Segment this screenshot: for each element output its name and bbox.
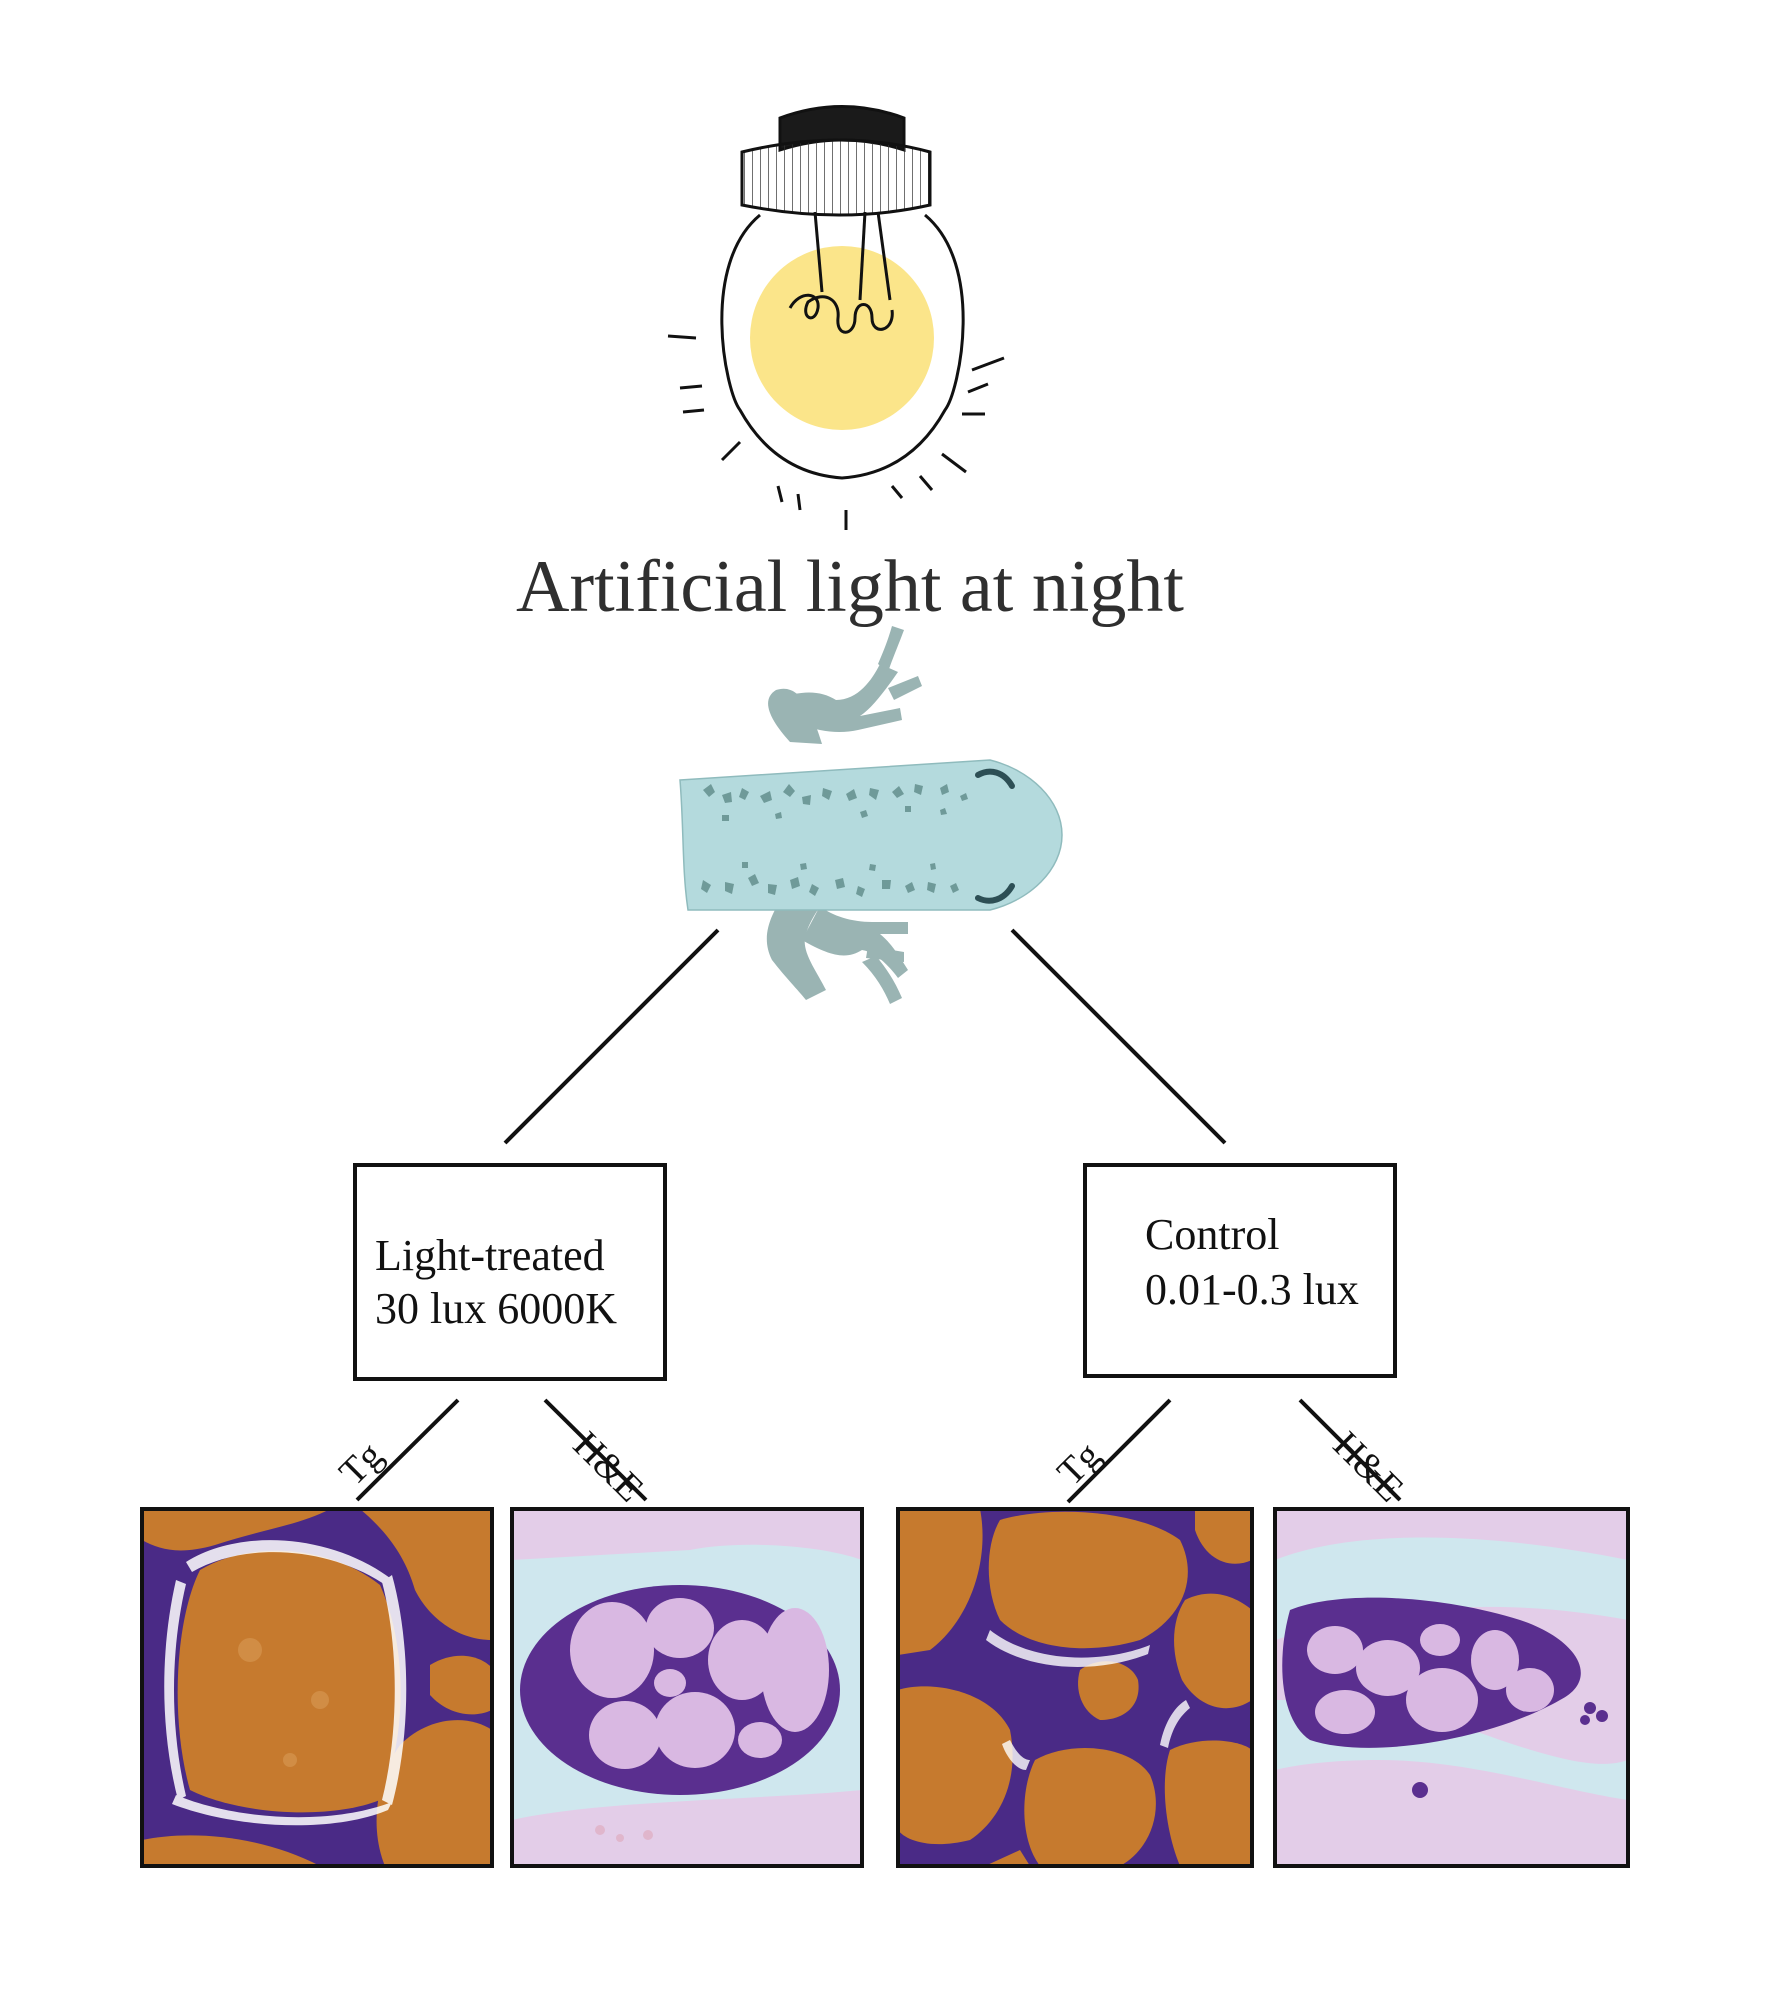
connector-lines	[355, 928, 1402, 1504]
light-bulb-icon	[667, 105, 1005, 530]
figure-title: Artificial light at night	[516, 546, 1184, 628]
panel-frame	[140, 1507, 494, 1868]
group-name: Control	[1145, 1210, 1280, 1259]
micrograph-he-control	[1275, 1509, 1628, 1866]
panel-frame	[1273, 1507, 1630, 1868]
panel-frame	[510, 1507, 864, 1868]
control-group-box: Control 0.01-0.3 lux	[1083, 1163, 1397, 1378]
micrograph-tg-control	[898, 1509, 1252, 1866]
axolotl-icon	[679, 626, 1063, 1004]
panel-frame	[896, 1507, 1254, 1868]
micrograph-he-light-treated	[512, 1509, 862, 1866]
group-condition: 30 lux 6000K	[375, 1283, 617, 1333]
group-condition: 0.01-0.3 lux	[1145, 1264, 1359, 1314]
micrograph-tg-light-treated	[142, 1509, 492, 1866]
light-treated-group-box: Light-treated 30 lux 6000K	[353, 1163, 667, 1381]
group-name: Light-treated	[375, 1231, 605, 1280]
